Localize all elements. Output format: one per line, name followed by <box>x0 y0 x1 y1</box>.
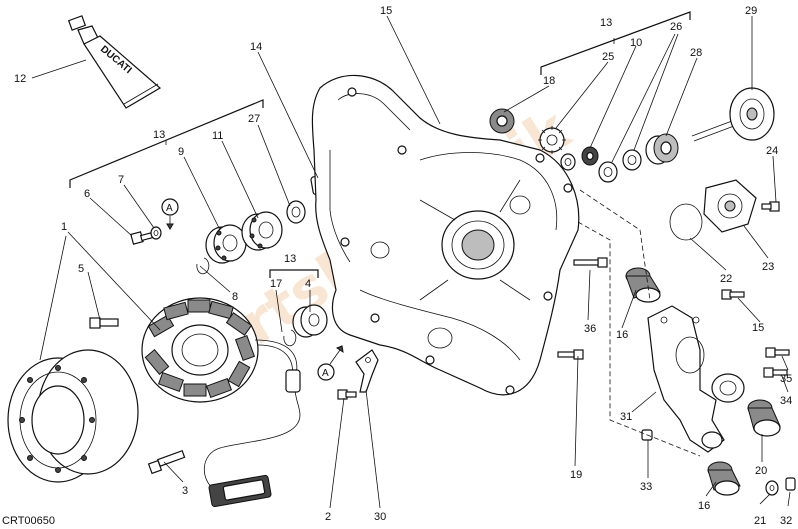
callout-16b: 16 <box>698 500 710 512</box>
generator-rotor-part <box>7 349 139 483</box>
callout-17: 17 <box>270 278 282 290</box>
callout-1: 1 <box>61 221 67 233</box>
callout-26: 26 <box>670 21 682 33</box>
view-marker-upper: A <box>161 198 179 230</box>
stator-part <box>141 297 259 403</box>
group-label-right: 13 <box>600 17 612 29</box>
callout-15a: 15 <box>380 5 392 17</box>
oil-seal-part-18 <box>489 108 515 134</box>
reference-code: CRT00650 <box>2 515 55 527</box>
callout-33: 33 <box>640 481 652 493</box>
pump-housing-part-31 <box>647 305 745 453</box>
leader-lines <box>31 15 791 509</box>
callout-9: 9 <box>178 146 184 158</box>
group-label-left: 13 <box>153 129 165 141</box>
callout-35: 35 <box>780 373 792 385</box>
seal-part-26b <box>622 149 642 171</box>
hose-fitting-part-16b <box>707 461 741 496</box>
callout-36: 36 <box>584 323 596 335</box>
bolt-part-32 <box>785 477 796 491</box>
callout-labels: 1 2 3 4 5 6 7 8 9 10 11 12 14 15 15 16 1… <box>14 5 792 527</box>
view-marker-lower: A <box>317 345 344 381</box>
washer-part-10 <box>560 153 576 171</box>
callout-28: 28 <box>690 47 702 59</box>
callout-21: 21 <box>754 515 766 527</box>
callout-32: 32 <box>780 515 792 527</box>
bolt-part-36b <box>557 349 584 360</box>
group-label-middle: 13 <box>284 253 296 265</box>
callout-14: 14 <box>250 41 262 53</box>
callout-19: 19 <box>570 469 582 481</box>
washer-part-21 <box>765 480 779 496</box>
circlip-part-8 <box>196 257 210 275</box>
alignment-line-right <box>579 189 651 301</box>
bracket-part-30 <box>355 349 379 393</box>
callout-6: 6 <box>84 188 90 200</box>
bracket-group-middle: 13 <box>269 253 319 278</box>
callout-2: 2 <box>325 511 331 523</box>
callout-22: 22 <box>720 273 732 285</box>
callout-10: 10 <box>630 37 642 49</box>
oring-part-22 <box>669 203 703 241</box>
washer-part-27 <box>286 200 306 224</box>
bolt-part-34 <box>763 367 788 378</box>
callout-25: 25 <box>602 51 614 63</box>
callout-11: 11 <box>212 130 223 142</box>
callout-29: 29 <box>745 5 757 17</box>
hose-fitting-part-20 <box>747 399 781 437</box>
water-pump-impeller-part-29 <box>691 87 775 142</box>
bearing-part-9 <box>205 224 247 264</box>
hose-fitting-part-16a <box>625 267 661 303</box>
bolt-part-36a <box>573 257 608 268</box>
bracket-group-right: 13 <box>540 11 691 75</box>
bolt-part-2 <box>337 389 357 400</box>
bolt-part-15b <box>721 289 745 300</box>
pump-cover-part-23 <box>703 179 757 233</box>
view-marker-lower-label: A <box>322 368 329 379</box>
bearing-part-11 <box>241 211 283 251</box>
alignment-line-left <box>577 221 701 457</box>
callout-30: 30 <box>374 511 386 523</box>
callout-34: 34 <box>780 395 792 407</box>
bolt-part-3 <box>147 449 186 475</box>
stator-wiring-harness <box>203 339 301 508</box>
callout-16a: 16 <box>616 329 628 341</box>
seal-part-26a <box>598 161 618 183</box>
callout-15b: 15 <box>752 322 764 334</box>
washer-part-7 <box>150 226 162 240</box>
callout-7: 7 <box>118 174 124 186</box>
circlip-part-17 <box>283 329 297 347</box>
callout-12: 12 <box>14 73 26 85</box>
bracket-group-left: 13 <box>69 99 264 188</box>
gear-part-25 <box>538 126 566 154</box>
callout-23: 23 <box>762 261 774 273</box>
bearing-part-4 <box>292 304 328 338</box>
bolt-part-6 <box>130 231 155 245</box>
bolt-part-24 <box>761 201 780 212</box>
bolt-part-35 <box>765 347 790 358</box>
callout-24: 24 <box>766 145 778 157</box>
callout-27: 27 <box>248 113 260 125</box>
callout-18: 18 <box>543 75 555 87</box>
sealant-tube-part: DUCATI <box>67 15 162 109</box>
callout-5: 5 <box>78 263 84 275</box>
callout-20: 20 <box>755 465 767 477</box>
crankcase-cover-part <box>311 74 580 396</box>
bolt-part-5 <box>89 317 119 329</box>
callout-4: 4 <box>305 278 311 290</box>
callout-3: 3 <box>182 485 188 497</box>
callout-31: 31 <box>620 411 632 423</box>
view-marker-upper-label: A <box>166 203 173 214</box>
bearing-part-28 <box>645 133 679 165</box>
bushing-part-10b <box>581 146 599 166</box>
callout-8: 8 <box>232 291 238 303</box>
